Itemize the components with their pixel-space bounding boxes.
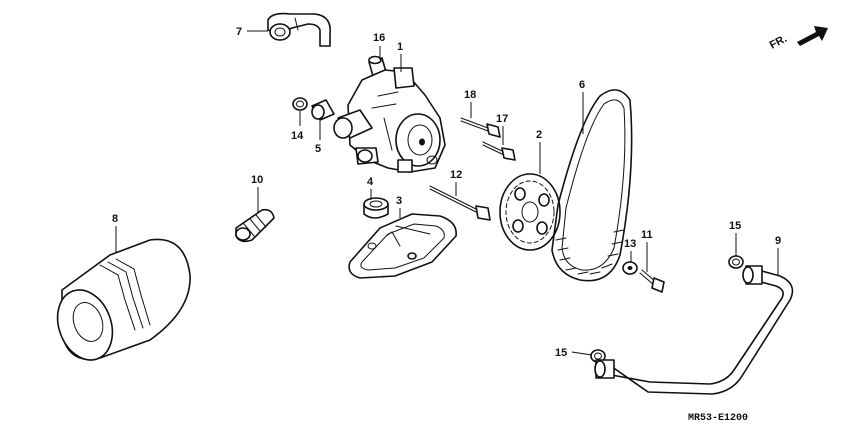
- oil-pump-assembly: [333, 67, 446, 173]
- callout-4: 4: [367, 176, 374, 188]
- front-direction-indicator: FR.: [768, 26, 828, 52]
- callout-numbers: 7 16 1 14 5 18 17 2 6 4 3 12 10 8 13 11 …: [112, 26, 781, 359]
- bolt-small: [639, 269, 665, 293]
- driven-sprocket: [499, 173, 561, 251]
- callout-17: 17: [496, 113, 508, 125]
- callout-3: 3: [396, 195, 402, 207]
- callout-15-upper: 15: [729, 220, 741, 232]
- callout-12: 12: [450, 169, 462, 181]
- bolt-long: [460, 117, 501, 138]
- diagram-code: MR53-E1200: [688, 413, 748, 424]
- callout-10: 10: [251, 174, 263, 186]
- callout-7: 7: [236, 26, 242, 38]
- oil-strainer-screen: [235, 208, 275, 243]
- callout-14: 14: [291, 130, 304, 142]
- oil-filter: [56, 238, 191, 361]
- callout-18: 18: [464, 89, 476, 101]
- callout-1: 1: [397, 41, 403, 53]
- callout-8: 8: [112, 213, 118, 225]
- seal: [363, 197, 389, 219]
- callout-11: 11: [641, 229, 653, 241]
- callout-2: 2: [536, 129, 542, 141]
- callout-16: 16: [373, 32, 385, 44]
- bolt-sprocket: [429, 185, 491, 221]
- o-ring-upper: [728, 255, 744, 269]
- drive-chain: [551, 89, 633, 282]
- arrow-right-icon: [797, 26, 828, 46]
- collar: [311, 99, 335, 121]
- callout-9: 9: [775, 235, 781, 247]
- callout-6: 6: [579, 79, 585, 91]
- callout-5: 5: [315, 143, 321, 155]
- o-ring-lower: [590, 349, 606, 363]
- bolt-short: [482, 141, 516, 161]
- callout-13: 13: [624, 238, 636, 250]
- oil-strainer: [348, 213, 457, 279]
- callout-15-lower: 15: [555, 347, 567, 359]
- washer: [622, 261, 638, 275]
- dowel-pin: [368, 55, 387, 77]
- oil-pipe: [594, 265, 794, 395]
- leader-lines: [115, 30, 779, 356]
- direction-label: FR.: [768, 33, 789, 52]
- joint-hose: [267, 12, 332, 47]
- o-ring-small: [292, 97, 308, 111]
